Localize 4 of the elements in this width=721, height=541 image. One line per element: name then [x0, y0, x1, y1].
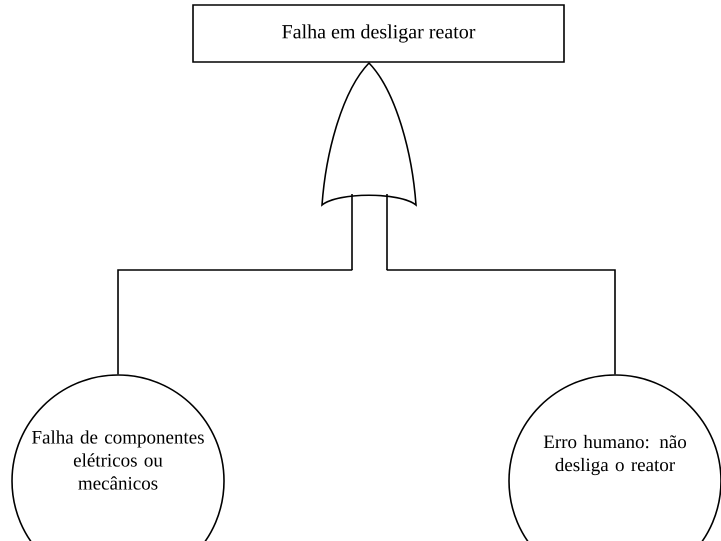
connector-line: [386, 269, 616, 374]
event-box: Falha em desligar reator: [192, 4, 565, 63]
connector-line: [117, 269, 353, 374]
or-gate-drawing: [321, 62, 417, 270]
